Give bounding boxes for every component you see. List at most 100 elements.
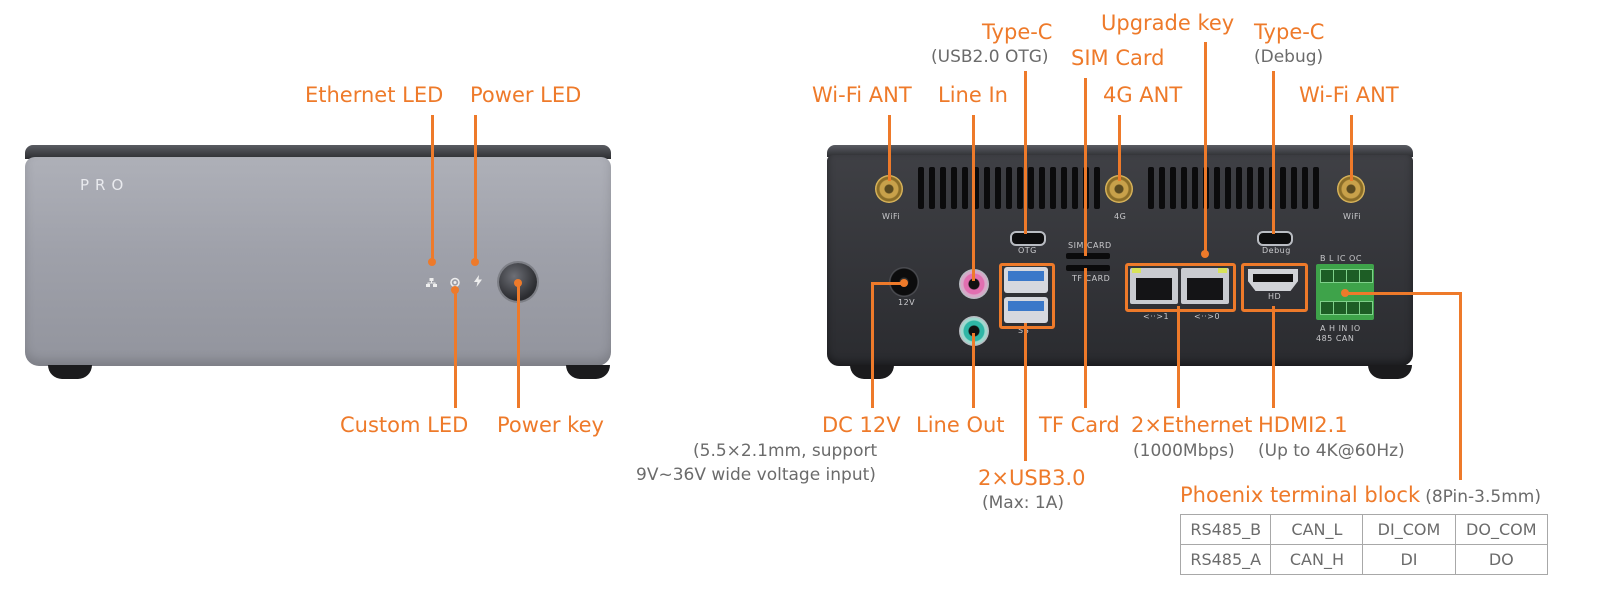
front-foot-right — [566, 365, 610, 379]
table-row: RS485_B CAN_L DI_COM DO_COM — [1179, 514, 1549, 545]
eth1-led — [1132, 268, 1141, 273]
usb-c-debug-port[interactable] — [1257, 231, 1293, 246]
usb-c-otg-port[interactable] — [1010, 231, 1046, 246]
sim-card-label: SIM Card — [1071, 46, 1165, 70]
ethernet-led-line — [431, 115, 434, 261]
power-key-line — [517, 283, 520, 408]
hd-silk: HD — [1268, 292, 1282, 301]
upgrade-key-line — [1204, 42, 1207, 254]
tf-card-line — [1084, 268, 1087, 408]
phoenix-sub: (8Pin-3.5mm) — [1425, 487, 1541, 507]
line-in-line — [972, 115, 975, 281]
network-icon — [426, 273, 437, 287]
dc-sub2: 9V~36V wide voltage input) — [636, 465, 876, 485]
hdmi-sub: (Up to 4K@60Hz) — [1258, 441, 1405, 461]
front-device-panel — [25, 157, 611, 366]
type-c-debug-label: Type-C — [1254, 20, 1325, 44]
line-out-label: Line Out — [916, 413, 1005, 437]
phoenix-line-h — [1345, 292, 1462, 295]
line-in-label: Line In — [938, 83, 1008, 107]
table-cell: RS485_A — [1179, 544, 1272, 575]
eth1-silk: <··>1 — [1143, 312, 1170, 321]
wifi-ant-right-label: Wi-Fi ANT — [1299, 83, 1399, 107]
phoenix-label: Phoenix terminal block — [1180, 483, 1421, 507]
table-cell: DI — [1362, 544, 1456, 575]
phoenix-title: Phoenix terminal block (8Pin-3.5mm) — [1180, 483, 1541, 507]
eth0-led — [1218, 268, 1227, 273]
ethernet-line — [1177, 306, 1180, 408]
table-cell: DO_COM — [1454, 514, 1549, 545]
otg-silk: OTG — [1018, 246, 1037, 255]
wifi-right-silk: WiFi — [1343, 212, 1362, 221]
debug-silk: Debug — [1262, 246, 1291, 255]
wifi-left-silk: WiFi — [882, 212, 901, 221]
ant-4g-label: 4G ANT — [1103, 83, 1183, 107]
power-led-dot — [471, 258, 479, 266]
type-c-otg-sub: (USB2.0 OTG) — [931, 47, 1049, 67]
tf-silk: TF CARD — [1072, 274, 1111, 283]
table-cell: DO — [1454, 544, 1549, 575]
ant-4g-silk: 4G — [1114, 212, 1127, 221]
dc-sub1: (5.5×2.1mm, support — [693, 441, 878, 461]
line-out-line — [972, 333, 975, 408]
sim-silk: SIM CARD — [1068, 241, 1112, 250]
custom-led-label: Custom LED — [340, 413, 469, 437]
usb3-port-bottom[interactable] — [1004, 297, 1048, 323]
tf-card-slot[interactable] — [1066, 265, 1110, 271]
dc-dot — [900, 279, 908, 287]
usb-sub: (Max: 1A) — [982, 493, 1064, 513]
ss-silk: SS — [1018, 326, 1029, 335]
usb3-port-top[interactable] — [1004, 267, 1048, 293]
wifi-ant-left-label: Wi-Fi ANT — [812, 83, 912, 107]
pin-table: RS485_B CAN_L DI_COM DO_COM RS485_A CAN_… — [1179, 514, 1549, 575]
table-cell: CAN_L — [1270, 514, 1364, 545]
power-led-icon — [474, 272, 482, 287]
hdmi-line — [1272, 306, 1275, 408]
custom-led-icon — [449, 273, 461, 288]
dc-line-v — [871, 282, 874, 408]
table-row: RS485_A CAN_H DI DO — [1179, 544, 1549, 575]
sim-card-slot[interactable] — [1066, 253, 1110, 259]
front-device-top — [25, 145, 611, 159]
ethernet-port-1[interactable] — [1130, 268, 1178, 304]
type-c-otg-line — [1024, 71, 1027, 234]
usb-line — [1024, 323, 1027, 461]
eth0-silk: <··>0 — [1194, 312, 1221, 321]
custom-led-line — [454, 290, 457, 408]
ethernet-led-label: Ethernet LED — [305, 83, 444, 107]
upgrade-key-dot — [1201, 250, 1209, 258]
power-led-label: Power LED — [470, 83, 582, 107]
type-c-otg-label: Type-C — [982, 20, 1053, 44]
brand-logo: PRO — [80, 176, 130, 194]
ethernet-sub: (1000Mbps) — [1133, 441, 1235, 461]
ethernet-label: 2×Ethernet — [1131, 413, 1253, 437]
tf-card-label: TF Card — [1039, 413, 1120, 437]
ethernet-port-0[interactable] — [1181, 268, 1229, 304]
usb-label: 2×USB3.0 — [978, 466, 1086, 490]
power-led-line — [474, 115, 477, 261]
ethernet-highlight — [1125, 263, 1236, 312]
phoenix-line-v — [1459, 292, 1462, 480]
table-cell: RS485_B — [1179, 514, 1272, 545]
dc-label: DC 12V — [822, 413, 901, 437]
type-c-debug-sub: (Debug) — [1254, 47, 1324, 67]
dc-line-h — [871, 282, 903, 285]
table-cell: DI_COM — [1362, 514, 1456, 545]
ant-4g-line — [1118, 115, 1121, 181]
dc-silk: 12V — [898, 298, 916, 307]
hdmi-port[interactable] — [1248, 269, 1298, 291]
table-cell: CAN_H — [1270, 544, 1364, 575]
hdmi-highlight — [1241, 263, 1308, 312]
sim-card-line — [1084, 78, 1087, 256]
upgrade-key-label: Upgrade key — [1101, 11, 1235, 35]
front-foot-left — [48, 365, 92, 379]
type-c-debug-line — [1272, 71, 1275, 234]
term-bot1-silk: A H IN IO — [1320, 324, 1361, 333]
power-key-label: Power key — [497, 413, 604, 437]
ethernet-led-dot — [428, 258, 436, 266]
wifi-ant-right-line — [1350, 115, 1353, 181]
wifi-ant-left-line — [888, 115, 891, 181]
term-top-silk: B L IC OC — [1320, 254, 1362, 263]
term-bot2-silk: 485 CAN — [1316, 334, 1355, 343]
usb-highlight — [999, 263, 1055, 329]
